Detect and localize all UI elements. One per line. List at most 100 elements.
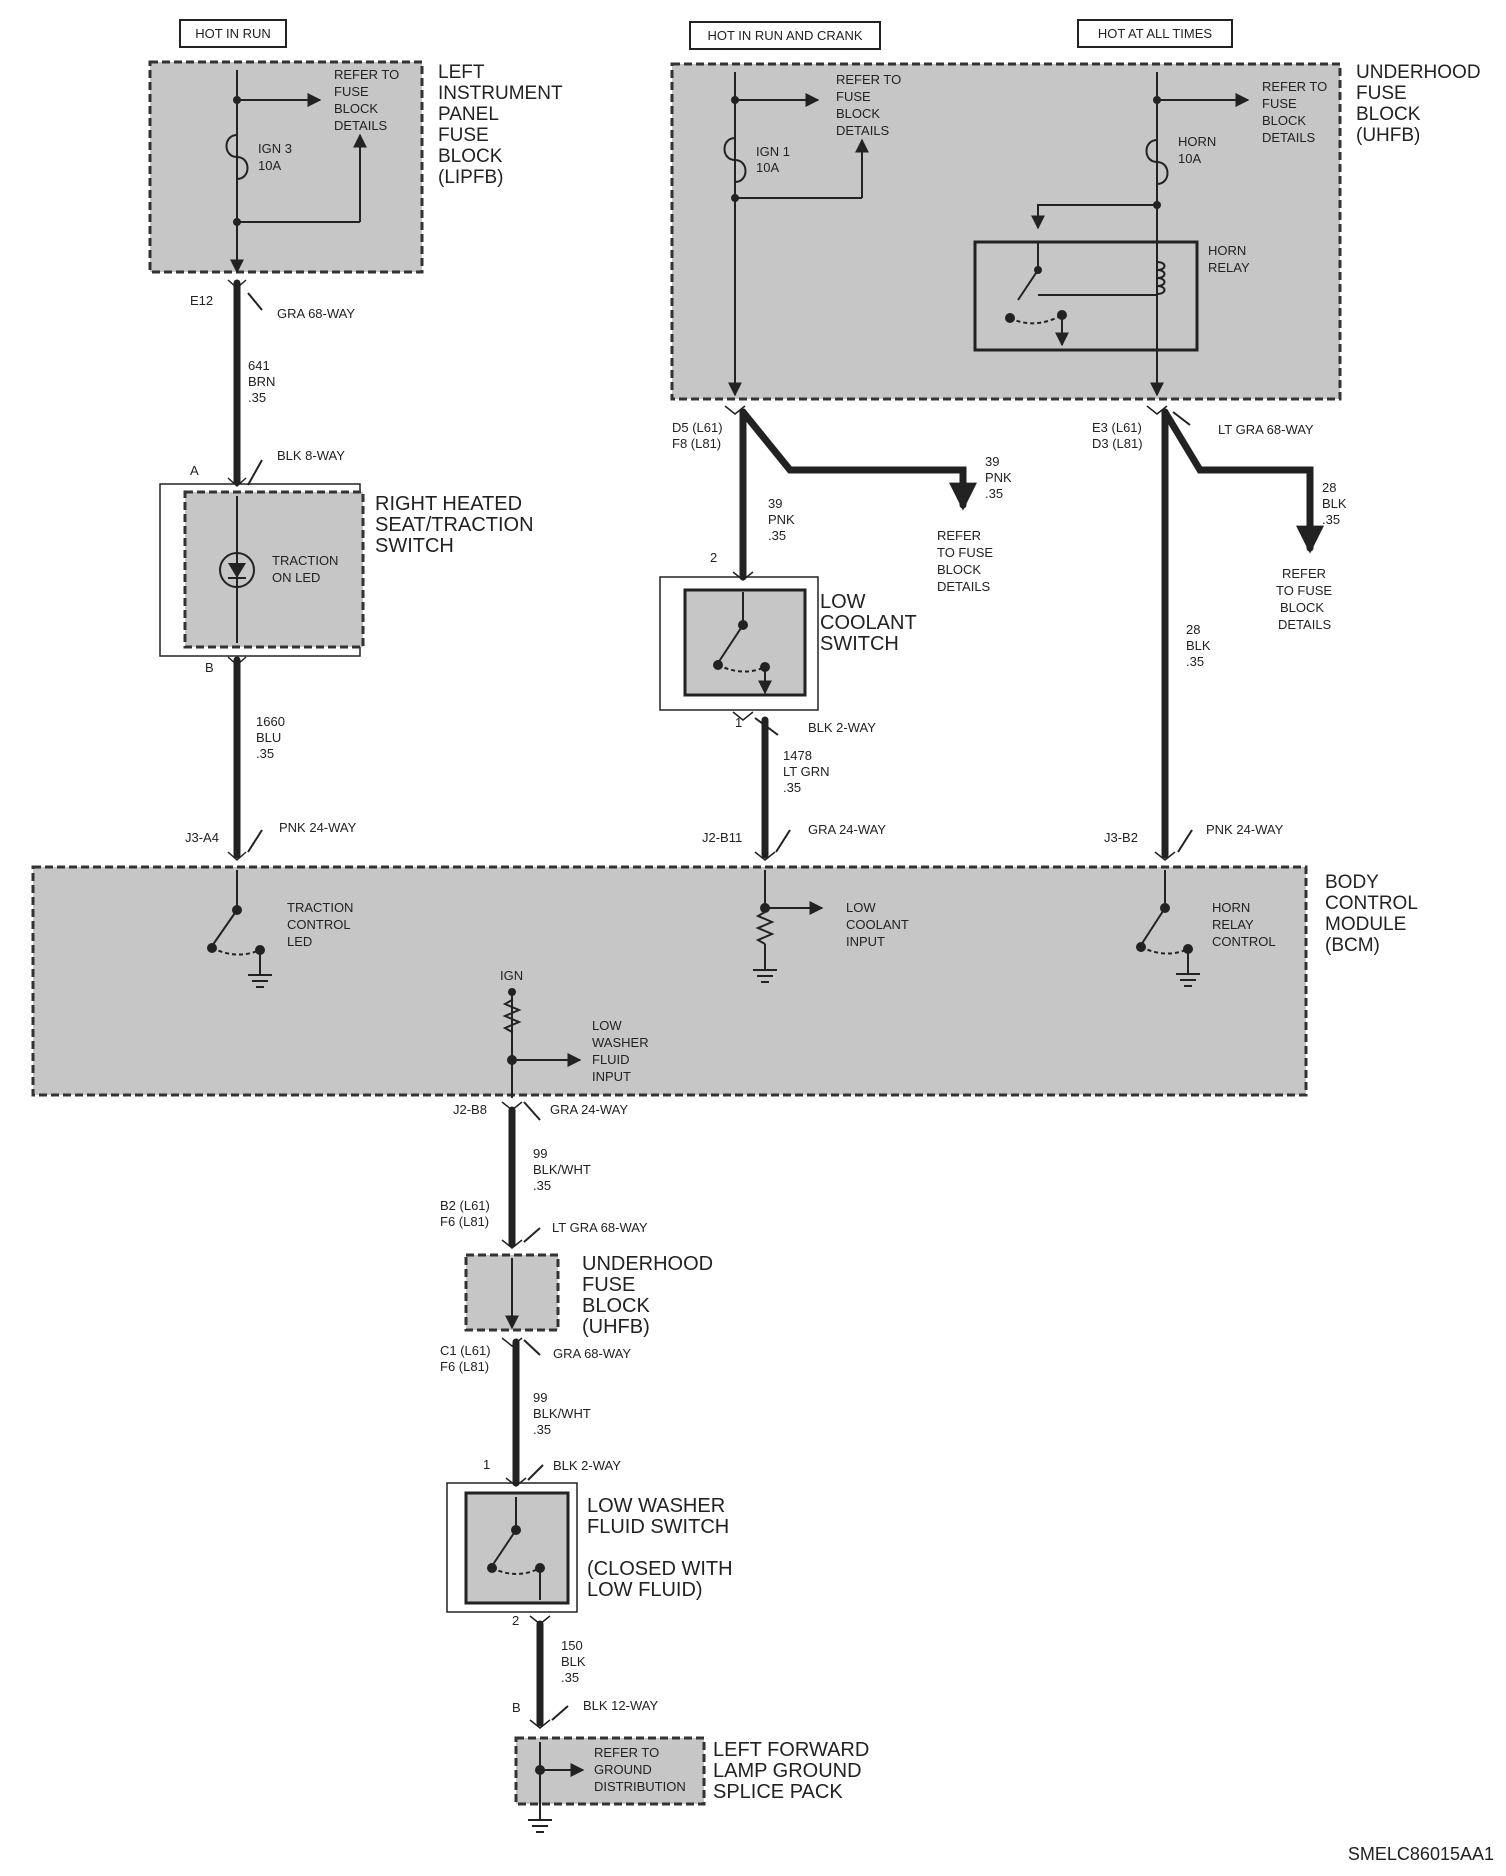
splice-name-3: SPLICE PACK (713, 1781, 843, 1803)
wire-39a-color: PNK (768, 512, 795, 527)
header-hot-at-all-times: HOT AT ALL TIMES (1077, 19, 1233, 48)
splice-name-1: LEFT FORWARD (713, 1739, 869, 1761)
led-label-2: ON LED (272, 570, 320, 585)
horn-relay-line-2: RELAY (1208, 260, 1250, 275)
wire-150-color: BLK (561, 1654, 586, 1669)
wire-39a-num: 39 (768, 496, 782, 511)
wire-1660-num: 1660 (256, 714, 285, 729)
wire-39a-gauge: .35 (768, 528, 786, 543)
header-hot-in-run: HOT IN RUN (179, 19, 287, 48)
wire-28a-color: BLK (1186, 638, 1211, 653)
conn-blk12: BLK 12-WAY (583, 1698, 658, 1713)
wire-28b-gauge: .35 (1322, 512, 1340, 527)
ground-icon (528, 1819, 552, 1833)
wire-28b-num: 28 (1322, 480, 1336, 495)
resistor-icon (755, 911, 775, 945)
wire-39b-num: 39 (985, 454, 999, 469)
wire-641-num: 641 (248, 358, 270, 373)
right-refer-2: TO FUSE (1276, 583, 1332, 598)
wire-28a-gauge: .35 (1186, 654, 1204, 669)
mid-refer-1: REFER (937, 528, 981, 543)
wire-1660-gauge: .35 (256, 746, 274, 761)
pin-d3: D3 (L81) (1092, 436, 1143, 451)
lipfb-refer-line-1: REFER TO (334, 67, 399, 82)
uhfb-fuse1-line-2: 10A (756, 160, 779, 175)
conn-blk2-washer: BLK 2-WAY (553, 1458, 621, 1473)
ground-pin-b: B (512, 1700, 521, 1715)
conn-gra24-bottom: GRA 24-WAY (550, 1102, 628, 1117)
led-label-1: TRACTION (272, 553, 338, 568)
pin-f6-a: F6 (L81) (440, 1214, 489, 1229)
bcm-lwf-3: FLUID (592, 1052, 630, 1067)
wire-641-gauge: .35 (248, 390, 266, 405)
pin-d5: D5 (L61) (672, 420, 723, 435)
mid-refer-4: DETAILS (937, 579, 991, 594)
bcm-name-2: CONTROL (1325, 893, 1418, 914)
right-refer-4: DETAILS (1278, 617, 1332, 632)
traction-led-icon (219, 552, 255, 588)
pin-j2b8: J2-B8 (453, 1102, 487, 1117)
bcm-label: BODY CONTROL MODULE (BCM) (1325, 872, 1418, 956)
lipfb-name-1: LEFT (438, 62, 485, 83)
pin-j2b11: J2-B11 (702, 830, 742, 845)
bcm-lwf-2: WASHER (592, 1035, 649, 1050)
pin-a: A (190, 463, 199, 478)
uhfb-top-name-3: BLOCK (1356, 104, 1421, 125)
relay-contact-icon (1017, 269, 1039, 301)
wire-99b-color: BLK/WHT (533, 1406, 591, 1421)
bcm-ign: IGN (500, 968, 523, 983)
ground-refer-2: GROUND (594, 1762, 652, 1777)
uhfb-bottom-name-2: FUSE (582, 1274, 635, 1296)
wire-150-num: 150 (561, 1638, 583, 1653)
uhfb-refer2-line-2: FUSE (1262, 96, 1297, 111)
uhfb-top-label: UNDERHOOD FUSE BLOCK (UHFB) (1356, 62, 1481, 146)
uhfb-fuse2-line-1: HORN (1178, 134, 1216, 149)
wire-39b-color: PNK (985, 470, 1012, 485)
wire-1478-num: 1478 (783, 748, 812, 763)
uhfb-fuse1-line-1: IGN 1 (756, 144, 790, 159)
conn-gra68-bottom: GRA 68-WAY (553, 1346, 631, 1361)
fuse-ign3-icon (225, 134, 249, 180)
conn-blk2-coolant: BLK 2-WAY (808, 720, 876, 735)
bcm-hrc-1: HORN (1212, 900, 1250, 915)
diagram-code: SMELC86015AA1 (1348, 1844, 1494, 1864)
uhfb-refer1-line-3: BLOCK (836, 106, 880, 121)
coolant-switch-name-2: COOLANT (820, 612, 917, 634)
washer-switch-name-1: LOW WASHER (587, 1495, 725, 1517)
bcm-lci-3: INPUT (846, 934, 885, 949)
coolant-switch-contact-icon (717, 624, 744, 664)
coolant-pin-2: 2 (710, 550, 717, 565)
uhfb-refer1-line-2: FUSE (836, 89, 871, 104)
pin-f6-b: F6 (L81) (440, 1359, 489, 1374)
lipfb-fuse-line-2: 10A (258, 158, 281, 173)
wire-28a-num: 28 (1186, 622, 1200, 637)
conn-ltgra68-top: LT GRA 68-WAY (1218, 422, 1314, 437)
wire-39b-gauge: .35 (985, 486, 1003, 501)
pin-f8: F8 (L81) (672, 436, 721, 451)
conn-ltgra68-bottom: LT GRA 68-WAY (552, 1220, 648, 1235)
uhfb-refer1-line-1: REFER TO (836, 72, 901, 87)
wire-1478-gauge: .35 (783, 780, 801, 795)
bcm-name-1: BODY (1325, 872, 1379, 893)
uhfb-top-name-4: (UHFB) (1356, 125, 1420, 146)
conn-pnk24-right: PNK 24-WAY (1206, 822, 1284, 837)
bcm-hrc-2: RELAY (1212, 917, 1254, 932)
washer-pin-2: 2 (512, 1613, 519, 1628)
header-hot-in-run-text: HOT IN RUN (195, 26, 271, 41)
lipfb-refer-line-4: DETAILS (334, 118, 388, 133)
uhfb-bottom-name-1: UNDERHOOD (582, 1253, 713, 1275)
wire-left: E12 GRA 68-WAY 641 BRN .35 A BLK 8-WAY T… (159, 279, 534, 862)
wire-1478-color: LT GRN (783, 764, 829, 779)
bcm-hrc-3: CONTROL (1212, 934, 1276, 949)
mid-refer-3: BLOCK (937, 562, 981, 577)
ground-icon (753, 969, 777, 983)
lipfb-name-4: FUSE (438, 125, 489, 146)
lipfb-name-6: (LIPFB) (438, 167, 503, 188)
pin-e3: E3 (L61) (1092, 420, 1142, 435)
wire-1660-color: BLU (256, 730, 281, 745)
hrc-switch-icon (1140, 907, 1166, 946)
pin-j3a4: J3-A4 (185, 830, 219, 845)
lipfb-fuse-line-1: IGN 3 (258, 141, 292, 156)
uhfb-refer1-line-4: DETAILS (836, 123, 890, 138)
